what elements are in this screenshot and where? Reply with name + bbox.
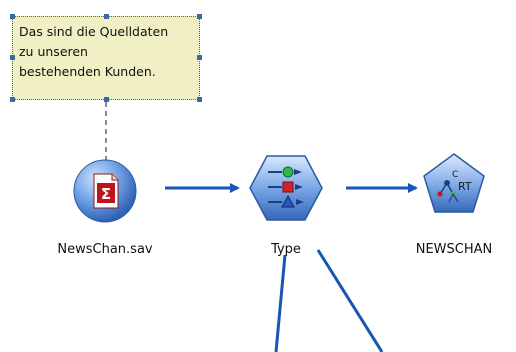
type-node-label: Type [271,242,301,257]
connector-type-down-right[interactable] [316,249,384,352]
comment-line-3: bestehenden Kunden. [19,64,156,79]
type-fields-icon [249,155,323,221]
selection-handle[interactable] [10,97,15,102]
selection-handle[interactable] [197,55,202,60]
comment-line-1: Das sind die Quelldaten [19,24,169,39]
selection-handle[interactable] [10,14,15,19]
selection-handle[interactable] [10,55,15,60]
model-node[interactable]: C RT [420,150,488,218]
model-node-label: NEWSCHAN [415,242,493,257]
sigma-file-icon: Σ [73,159,137,223]
source-node-label: NewsChan.sav [57,242,153,257]
comment-note[interactable]: Das sind die Quelldaten zu unseren beste… [12,16,200,100]
source-node[interactable]: Σ [72,158,138,224]
selection-handle[interactable] [197,14,202,19]
selection-handle[interactable] [197,97,202,102]
svg-text:RT: RT [458,180,472,193]
selection-handle[interactable] [104,14,109,19]
svg-text:Σ: Σ [101,185,111,203]
selection-handle[interactable] [104,97,109,102]
svg-text:C: C [452,170,458,180]
comment-line-2: zu unseren [19,44,88,59]
connector-type-down-left[interactable] [274,254,287,352]
type-node[interactable] [248,152,324,224]
c-rt-model-icon: C RT [423,153,485,213]
